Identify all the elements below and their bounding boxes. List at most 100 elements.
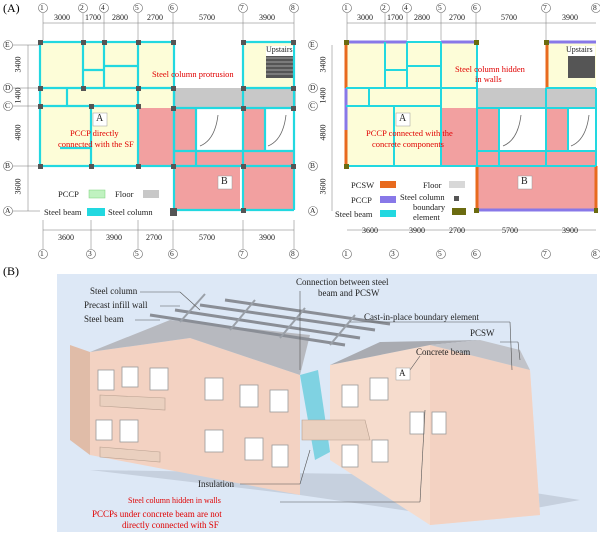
r-grid-top-2: 2 (382, 3, 386, 12)
row-E: E (5, 40, 10, 49)
dim-bottom-3: 5700 (199, 233, 215, 242)
row-D: D (5, 83, 11, 92)
r-grid-bottom-6: 6 (473, 249, 477, 258)
r-legend-column-2: boundary (413, 202, 446, 212)
row-C: C (5, 101, 11, 110)
right-plan-texts: 1 2 4 5 6 7 8 3000 1700 2800 2700 5700 3… (310, 3, 597, 258)
label-pccp-under-1: PCCPs under concrete beam are not (92, 509, 222, 519)
r-grid-top-1: 1 (344, 3, 348, 12)
r-room-b-label: B (521, 176, 528, 187)
r-dim-bottom-1: 3900 (409, 226, 425, 235)
label-concrete-beam: Concrete beam (416, 347, 471, 357)
grid-bottom-6: 6 (170, 249, 174, 258)
grid-axis-rows-right (308, 40, 318, 216)
grid-axis-rows-left (3, 40, 13, 216)
grid-axis-top-left (38, 3, 299, 13)
panel-b-tag: (B) (3, 264, 19, 278)
label-connection-1: Connection between steel (296, 277, 389, 287)
label-insulation: Insulation (198, 479, 234, 489)
grid-axis-bottom-left (38, 249, 299, 259)
label-cast-in-place: Cast-in-place boundary element (364, 312, 479, 322)
r-grid-top-7: 7 (543, 3, 547, 12)
grid-top-5: 5 (135, 3, 139, 12)
r-legend-pcsw: PCSW (351, 180, 375, 190)
room-a-label: A (96, 113, 104, 124)
dim-bottom-4: 3900 (259, 233, 275, 242)
r-dim-top-2: 2800 (414, 13, 430, 22)
r-dim-bottom-4: 3900 (562, 226, 578, 235)
r-dim-bottom-0: 3600 (362, 226, 378, 235)
r-row-D: D (310, 83, 316, 92)
dim-bottom-1: 3900 (106, 233, 122, 242)
dim-top-0: 3000 (54, 13, 70, 22)
r-row-E: E (310, 40, 315, 49)
grid-bottom-7: 7 (240, 249, 244, 258)
note-pccp-2: connected with the SF (58, 139, 134, 149)
r-dim-top-4: 5700 (501, 13, 517, 22)
row-A: A (5, 206, 11, 215)
label-room-a-3d: A (399, 368, 406, 378)
note-hidden-1: Steel column hidden (455, 64, 525, 74)
r-dim-bottom-3: 5700 (502, 226, 518, 235)
r-grid-bottom-5: 5 (438, 249, 442, 258)
legend-right (380, 181, 466, 217)
r-grid-top-4: 4 (404, 3, 408, 12)
label-hidden: Steel column hidden in walls (128, 496, 221, 505)
panel-b-illustration (57, 274, 597, 532)
row-B: B (5, 161, 11, 170)
r-dim-top-5: 3900 (562, 13, 578, 22)
r-dim-top-1: 1700 (387, 13, 403, 22)
grid-bottom-1: 1 (40, 249, 44, 258)
grid-axis-top-right (342, 3, 600, 13)
r-legend-pccp: PCCP (351, 195, 372, 205)
grid-top-4: 4 (101, 3, 105, 12)
r-dim-top-3: 2700 (449, 13, 465, 22)
label-pcsw: PCSW (470, 328, 495, 338)
grid-top-2: 2 (80, 3, 84, 12)
grid-bottom-3: 3 (88, 249, 92, 258)
r-row-A: A (310, 206, 316, 215)
r-upstairs-label: Upstairs (566, 45, 593, 54)
r-grid-bottom-1: 1 (344, 249, 348, 258)
r-grid-top-8: 8 (593, 3, 597, 12)
left-plan-texts: 1 2 4 5 6 7 8 3000 1700 2800 2700 5700 3… (0, 0, 300, 270)
grid-axis-bottom-right (342, 249, 600, 259)
r-grid-bottom-3: 3 (391, 249, 395, 258)
label-precast-wall: Precast infill wall (84, 300, 148, 310)
dim-bottom-0: 3600 (58, 233, 74, 242)
legend-beam: Steel beam (44, 207, 82, 217)
r-legend-beam: Steel beam (335, 209, 373, 219)
r-grid-top-5: 5 (438, 3, 442, 12)
left-plan (3, 3, 299, 259)
r-dim-bottom-2: 2700 (449, 226, 465, 235)
dim-top-1: 1700 (85, 13, 101, 22)
grid-top-8: 8 (291, 3, 295, 12)
r-grid-top-6: 6 (473, 3, 477, 12)
grid-bottom-5: 5 (135, 249, 139, 258)
r-row-C: C (310, 101, 316, 110)
panel-a-tag: (A) (3, 1, 20, 15)
label-connection-2: beam and PCSW (318, 288, 380, 298)
r-grid-bottom-7: 7 (543, 249, 547, 258)
r-row-B: B (310, 161, 316, 170)
r-legend-floor: Floor (423, 180, 442, 190)
grid-top-7: 7 (240, 3, 244, 12)
dim-bottom-2: 2700 (146, 233, 162, 242)
r-dim-top-0: 3000 (357, 13, 373, 22)
label-steel-column: Steel column (90, 286, 138, 296)
right-plan (308, 3, 600, 259)
r-legend-column-3: element (413, 212, 440, 222)
dim-top-3: 2700 (147, 13, 163, 22)
label-steel-beam: Steel beam (84, 314, 124, 324)
r-note-pccp-1: PCCP connected with the (366, 128, 453, 138)
note-protrusion: Steel column protrusion (152, 69, 234, 79)
dim-top-4: 5700 (199, 13, 215, 22)
legend-left (87, 189, 177, 216)
grid-top-6: 6 (170, 3, 174, 12)
dim-top-2: 2800 (112, 13, 128, 22)
legend-floor: Floor (115, 189, 134, 199)
upstairs-label: Upstairs (266, 45, 293, 54)
note-hidden-2: in walls (475, 74, 502, 84)
